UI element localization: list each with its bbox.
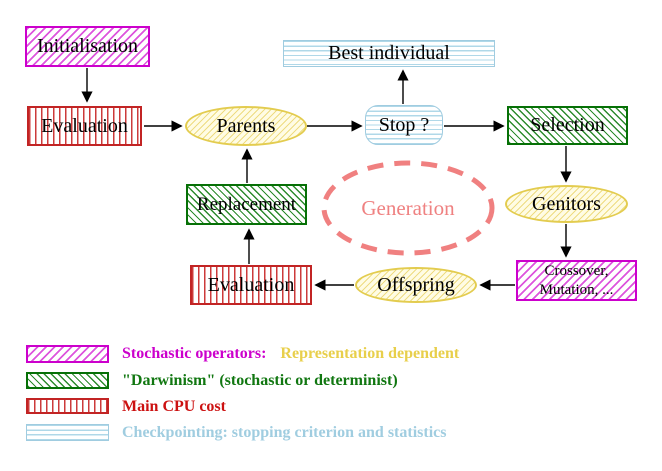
legend-swatch-stochastic (26, 345, 109, 363)
node-best-individual-label: Best individual (328, 42, 450, 64)
legend-swatch-cpu-cost (26, 398, 109, 414)
generation-dashed-outline (321, 160, 495, 256)
node-initialisation: Initialisation (25, 26, 150, 67)
node-parents-label: Parents (216, 114, 276, 137)
node-evaluation-top: Evaluation (27, 106, 142, 146)
crossover-line: Crossover, (544, 262, 609, 279)
node-crossover-mutation: Crossover, Mutation, ... (516, 260, 637, 301)
legend-row-stochastic: Stochastic operators: Representation depe… (122, 345, 459, 363)
node-parents: Parents (185, 106, 307, 146)
node-replacement: Replacement (186, 184, 307, 225)
legend-label-checkpointing: Checkpointing: stopping criterion and st… (122, 424, 447, 441)
node-initialisation-label: Initialisation (36, 35, 139, 57)
node-evaluation-bottom-label: Evaluation (207, 273, 295, 296)
mutation-line: Mutation, ... (539, 281, 614, 298)
legend-label-darwinism: "Darwinism" (stochastic or determinist) (122, 372, 398, 389)
generation-label: Generation (361, 195, 455, 220)
node-genitors: Genitors (505, 185, 628, 223)
node-stop: Stop ? (365, 105, 443, 145)
node-selection: Selection (507, 106, 628, 145)
node-best-individual: Best individual (283, 40, 495, 67)
legend-swatch-checkpointing (26, 424, 109, 441)
legend-label-cpu-cost: Main CPU cost (122, 398, 226, 415)
node-stop-label: Stop ? (378, 113, 430, 136)
node-genitors-label: Genitors (532, 192, 601, 215)
node-evaluation-top-label: Evaluation (41, 114, 128, 137)
node-replacement-label: Replacement (196, 193, 297, 215)
node-crossover-mutation-label: Crossover, Mutation, ... (540, 262, 614, 300)
node-selection-label: Selection (530, 114, 605, 136)
node-offspring: Offspring (355, 267, 477, 303)
legend-label-stochastic: Stochastic operators: (122, 345, 267, 362)
legend-label-representation: Representation dependent (280, 345, 460, 362)
node-evaluation-bottom: Evaluation (190, 265, 312, 305)
legend-swatch-darwinism (26, 372, 109, 389)
generation-cycle-ellipse: Generation (318, 158, 498, 258)
node-offspring-label: Offspring (377, 273, 455, 296)
